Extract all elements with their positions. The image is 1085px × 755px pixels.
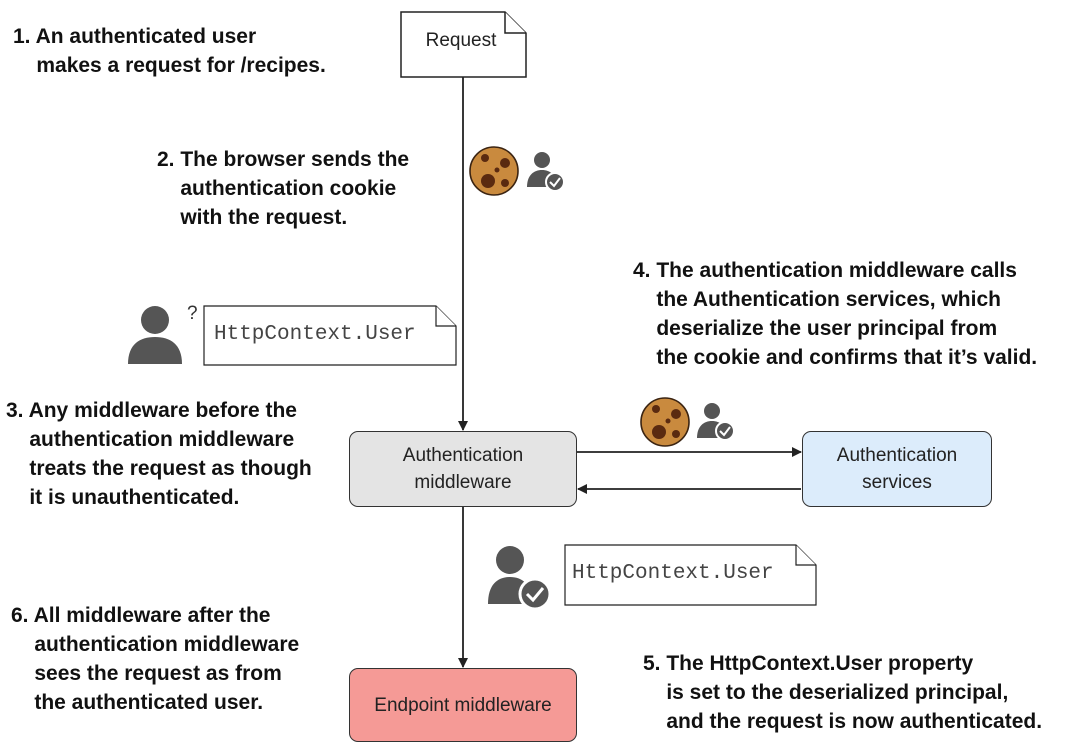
step-5-note: 5. The HttpContext.User property is set … [643, 652, 1043, 733]
httpcontext-unauth-document-icon [203, 305, 457, 366]
user-check-icon [488, 546, 552, 611]
user-check-icon [527, 152, 565, 192]
request-label: Request [425, 30, 497, 51]
step-3-note: 3. Any middleware before the authenticat… [6, 399, 312, 509]
question-mark: ? [187, 303, 198, 324]
authentication-services-box: Authentication services [802, 431, 992, 507]
httpcontext-user-auth-label: HttpContext.User [572, 562, 774, 585]
authentication-middleware-box: Authentication middleware [349, 431, 577, 507]
user-check-icon [697, 403, 735, 441]
user-unknown-icon [128, 306, 182, 364]
step-2-note: 2. The browser sends the authentication … [157, 148, 410, 229]
request-document-icon [400, 11, 527, 78]
endpoint-middleware-box: Endpoint middleware [349, 668, 577, 742]
step-6-note: 6. All middleware after the authenticati… [11, 604, 300, 714]
step-4-note: 4. The authentication middleware calls t… [633, 259, 1038, 369]
step-1-note: 1. An authenticated user makes a request… [13, 25, 326, 77]
cookie-icon [469, 146, 519, 196]
cookie-icon [640, 397, 690, 447]
httpcontext-user-unauth-label: HttpContext.User [214, 323, 416, 346]
httpcontext-auth-document-icon [564, 544, 817, 606]
